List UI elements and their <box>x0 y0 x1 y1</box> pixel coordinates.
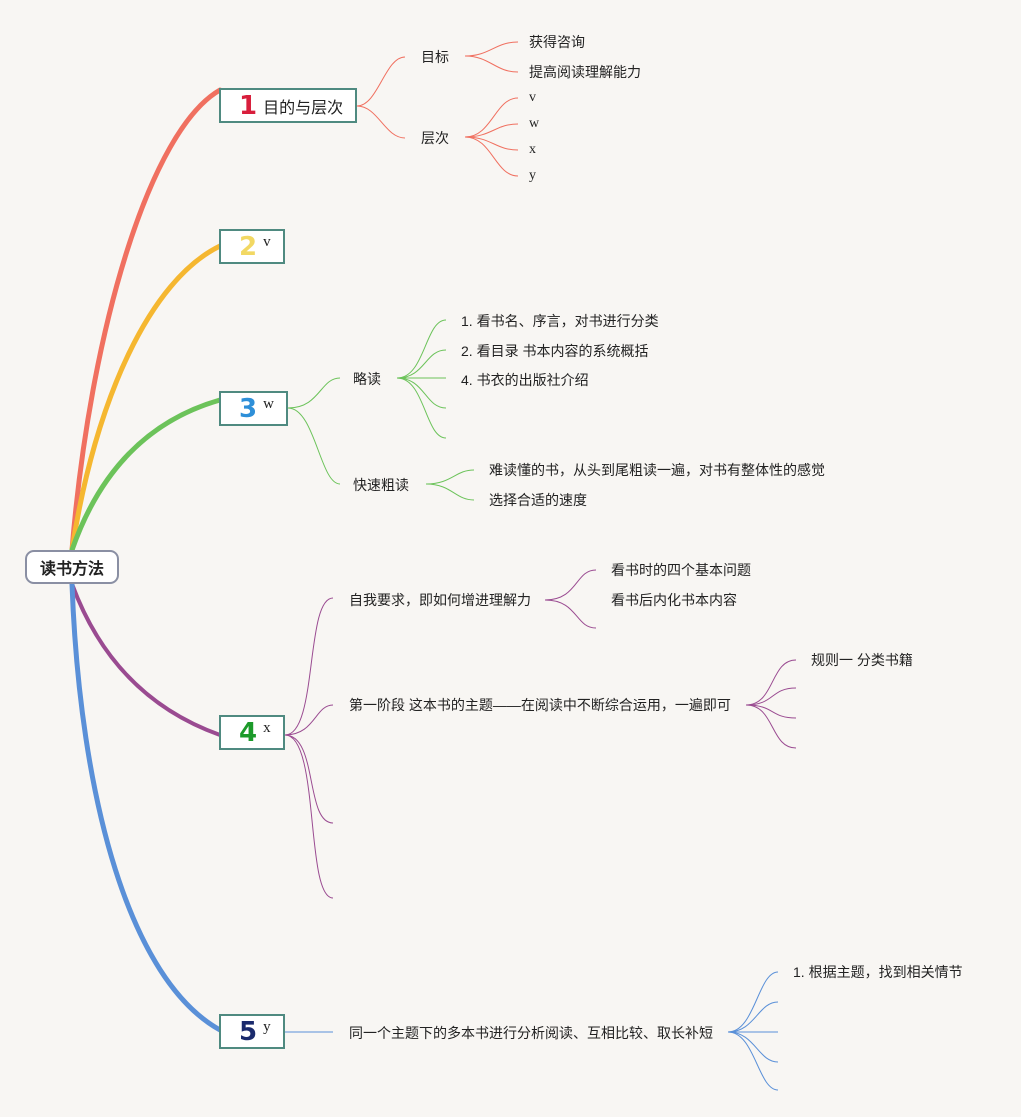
branch-3-subconnectors <box>287 319 475 501</box>
b3-skim-child-1[interactable]: 1. 看书名、序言，对书进行分类 <box>461 313 659 329</box>
branch-3-label: w <box>263 396 274 412</box>
branch-1-connector <box>69 87 223 553</box>
b3-skim-node[interactable]: 略读 <box>353 371 381 387</box>
root-label: 读书方法 <box>39 561 104 578</box>
b1-level-child-4[interactable]: y <box>529 168 536 183</box>
b3-fast-child-1[interactable]: 难读懂的书，从头到尾粗读一遍，对书有整体性的感觉 <box>489 462 825 478</box>
root-node[interactable]: 读书方法 <box>25 550 119 584</box>
b1-level-child-1[interactable]: v <box>529 90 536 105</box>
b4-stage1-child-1[interactable]: 规则一 分类书籍 <box>811 652 913 668</box>
branch-5-subconnectors <box>285 971 779 1091</box>
branch-3-node[interactable]: 3 w <box>219 391 288 426</box>
branch-5-node[interactable]: 5 y <box>219 1014 285 1049</box>
b5-main-child-1[interactable]: 1. 根据主题，找到相关情节 <box>793 964 963 980</box>
branch-4-node[interactable]: 4 x <box>219 715 285 750</box>
branch-5-number: 5 <box>239 1016 258 1047</box>
b3-fast-node[interactable]: 快速粗读 <box>353 477 409 493</box>
b4-self-child-2[interactable]: 看书后内化书本内容 <box>611 592 737 608</box>
b1-goal-child-2[interactable]: 提高阅读理解能力 <box>529 64 641 80</box>
branch-2-node[interactable]: 2 v <box>219 229 285 264</box>
branch-4-number: 4 <box>239 717 258 748</box>
b3-skim-child-3[interactable]: 4. 书衣的出版社介绍 <box>461 372 589 388</box>
b4-stage1-node[interactable]: 第一阶段 这本书的主题——在阅读中不断综合运用，一遍即可 <box>349 697 731 713</box>
branch-2-label: v <box>263 234 271 250</box>
branch-5-connector <box>69 581 223 1033</box>
branch-2-number: 2 <box>239 231 258 262</box>
b1-goal-child-1[interactable]: 获得咨询 <box>529 34 585 50</box>
branch-3-connector <box>69 397 223 553</box>
b1-level-child-2[interactable]: w <box>529 116 540 131</box>
b5-main-node[interactable]: 同一个主题下的多本书进行分析阅读、互相比较、取长补短 <box>349 1025 713 1041</box>
branch-4-label: x <box>263 720 271 736</box>
branch-1-label: 目的与层次 <box>263 99 344 117</box>
b3-fast-child-2[interactable]: 选择合适的速度 <box>489 492 587 508</box>
branch-3-number: 3 <box>239 393 258 424</box>
branch-4-subconnectors <box>284 569 797 899</box>
b3-skim-child-2[interactable]: 2. 看目录 书本内容的系统概括 <box>461 343 649 359</box>
b1-goal-node[interactable]: 目标 <box>421 49 449 65</box>
b1-level-node[interactable]: 层次 <box>421 130 449 146</box>
b1-level-child-3[interactable]: x <box>529 142 536 157</box>
b4-self-node[interactable]: 自我要求，即如何增进理解力 <box>349 592 531 608</box>
branch-4-connector <box>70 582 222 737</box>
branch-1-node[interactable]: 1 目的与层次 <box>219 88 357 123</box>
branch-1-number: 1 <box>239 90 258 121</box>
b4-self-child-1[interactable]: 看书时的四个基本问题 <box>611 562 751 578</box>
branch-5-label: y <box>263 1019 271 1035</box>
branch-1-subconnectors <box>356 41 519 177</box>
branch-2-connector <box>69 243 223 553</box>
